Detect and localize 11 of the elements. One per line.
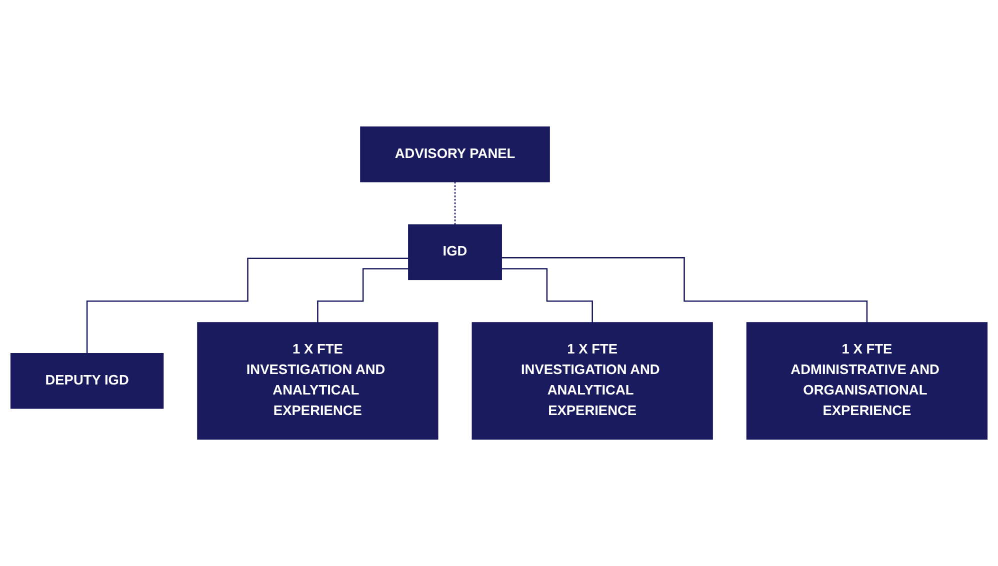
- connector: [502, 256, 868, 324]
- node-box: 1 X FTE INVESTIGATION AND ANALYTICAL EXPERIENCE: [197, 322, 438, 440]
- connector: [86, 258, 408, 354]
- node-box: ADVISORY PANEL: [360, 126, 550, 182]
- node-box: 1 X FTE INVESTIGATION AND ANALYTICAL EXPERIENCE: [472, 322, 713, 440]
- node-box: 1 X FTE ADMINISTRATIVE AND ORGANISATIONAL EXPERIENCE: [746, 322, 988, 440]
- node-box: DEPUTY IGD: [10, 352, 164, 409]
- connector: [317, 268, 408, 324]
- connector: [502, 268, 593, 324]
- connector: [454, 181, 456, 226]
- node-box: IGD: [408, 224, 502, 280]
